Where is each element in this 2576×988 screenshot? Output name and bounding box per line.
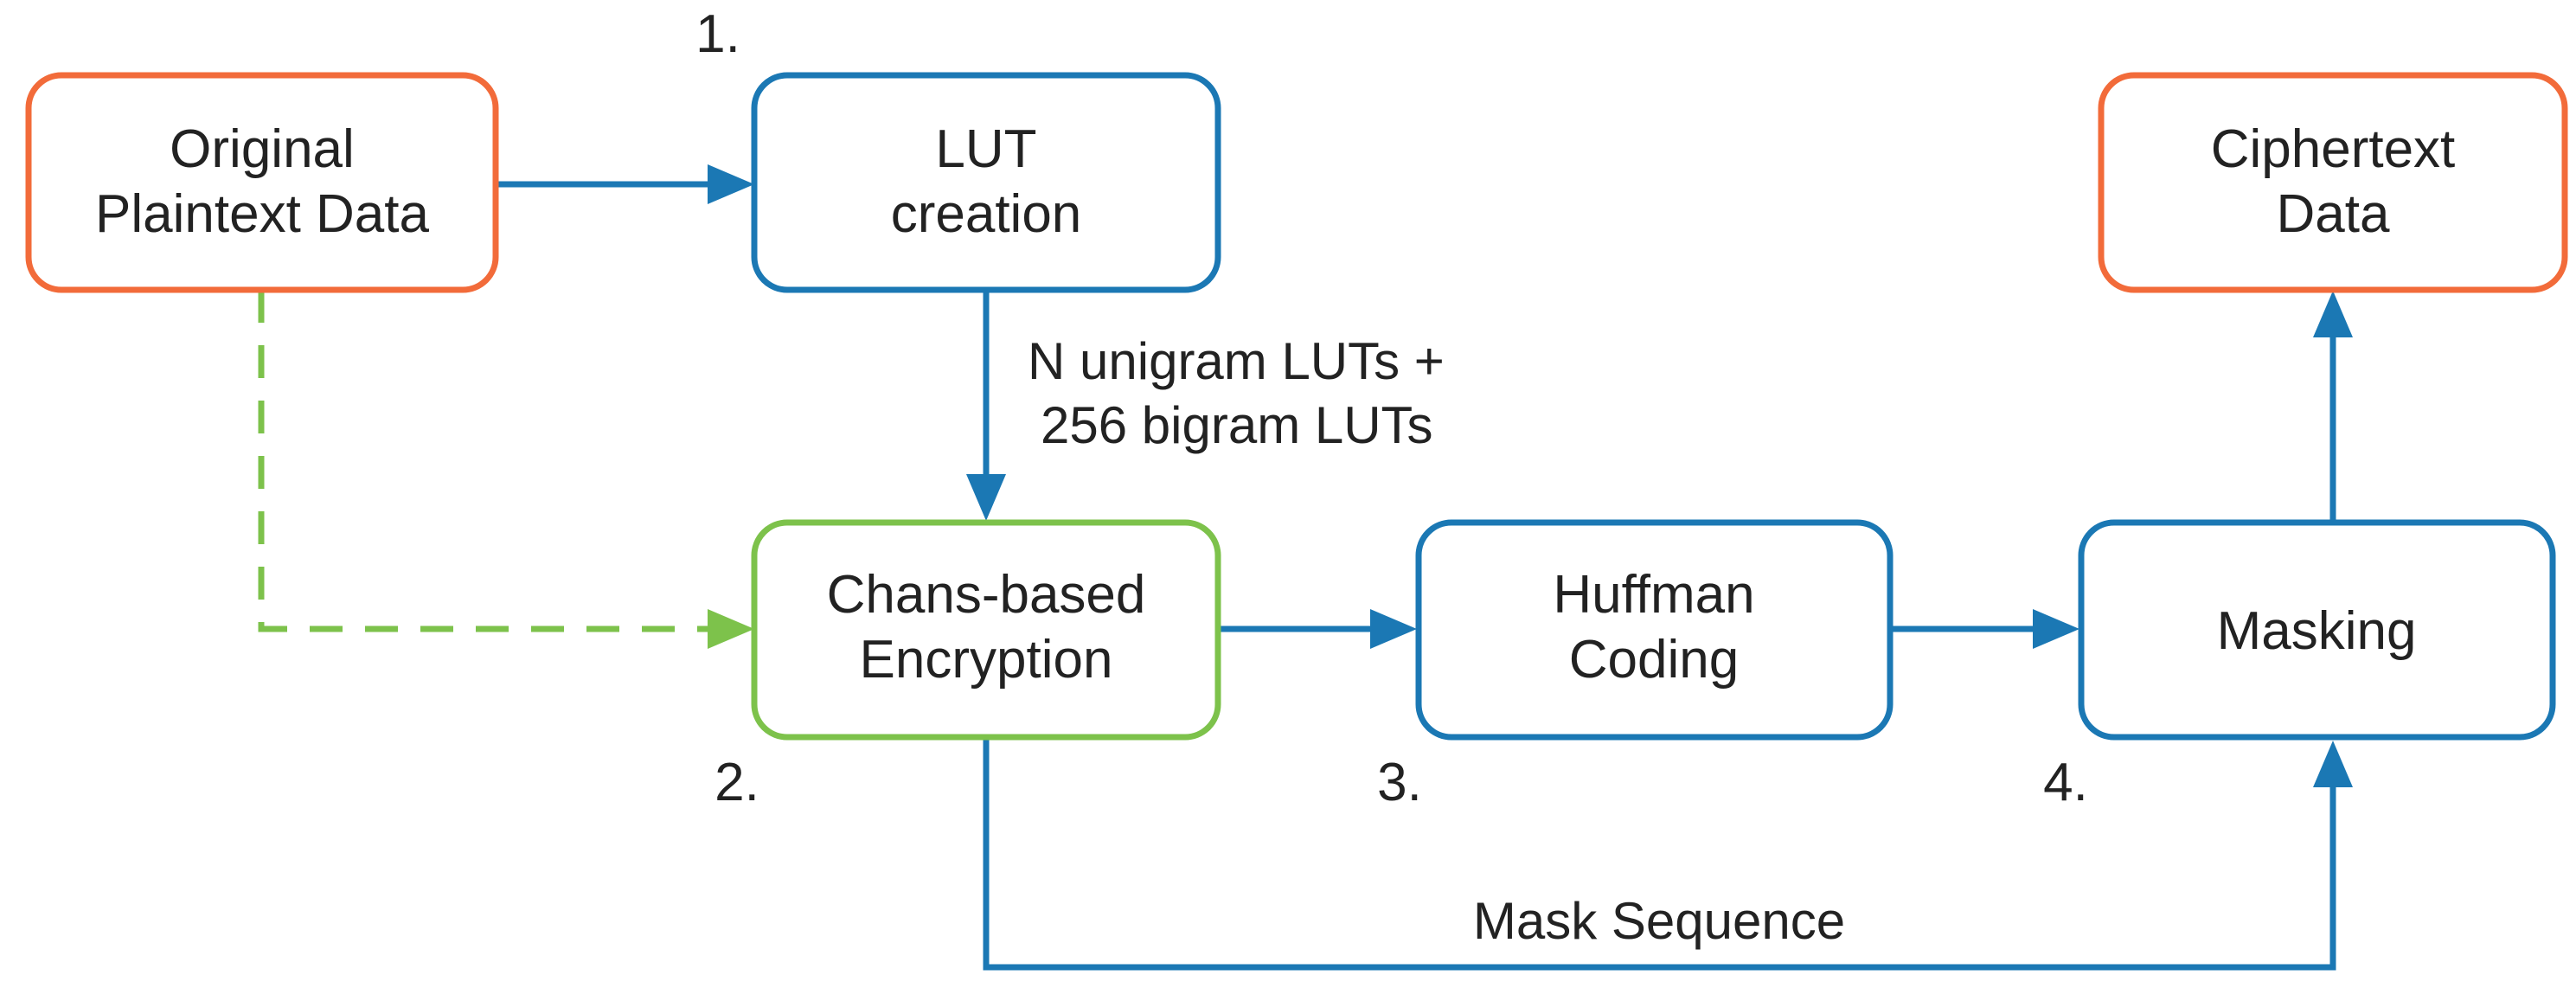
edge-chans-to-huffman <box>1218 609 1417 649</box>
node-lut-creation: LUT creation <box>751 72 1221 293</box>
arrowhead-icon <box>708 609 754 649</box>
arrowhead-icon <box>2033 609 2079 649</box>
node-label: Masking <box>2217 601 2417 661</box>
node-chans-based-encryption: Chans-based Encryption <box>751 519 1221 741</box>
node-label-line2: creation <box>891 184 1082 244</box>
node-label-line2: Plaintext Data <box>95 184 430 244</box>
node-ciphertext-data: Ciphertext Data <box>2098 72 2568 293</box>
node-label-line1: LUT <box>935 119 1036 179</box>
node-label-line1: Huffman <box>1553 565 1754 625</box>
node-label-line2: Encryption <box>860 630 1113 690</box>
edge-label-lut-output-line1: N unigram LUTs + <box>1028 332 1445 390</box>
node-label-line1: Ciphertext <box>2211 119 2456 179</box>
node-label-line1: Original <box>170 119 355 179</box>
arrowhead-icon <box>2313 291 2353 337</box>
edge-plaintext-to-lut <box>496 164 754 204</box>
node-label-line2: Data <box>2277 184 2390 244</box>
edge-label-lut-output-line2: 256 bigram LUTs <box>1041 396 1433 454</box>
edge-lut-to-chans <box>966 290 1006 521</box>
arrowhead-icon <box>708 164 754 204</box>
step-label-1: 1. <box>695 4 740 64</box>
edge-huffman-to-masking <box>1890 609 2079 649</box>
edge-label-mask-sequence: Mask Sequence <box>1473 892 1845 950</box>
edge-masking-to-ciphertext <box>2313 291 2353 524</box>
edge-mask-sequence <box>983 737 2353 971</box>
node-label-line1: Chans-based <box>827 565 1146 625</box>
step-label-3: 3. <box>1377 753 1422 812</box>
node-huffman-coding: Huffman Coding <box>1415 519 1894 741</box>
arrowhead-icon <box>1370 609 1417 649</box>
node-masking: Masking <box>2078 519 2556 741</box>
arrowhead-icon <box>2313 741 2353 787</box>
arrowhead-icon <box>966 474 1006 521</box>
node-original-plaintext-data: Original Plaintext Data <box>25 72 499 293</box>
edge-plaintext-to-chans-dashed <box>258 290 754 649</box>
step-label-4: 4. <box>2043 753 2088 812</box>
node-label-line2: Coding <box>1569 630 1739 690</box>
step-label-2: 2. <box>714 753 759 812</box>
